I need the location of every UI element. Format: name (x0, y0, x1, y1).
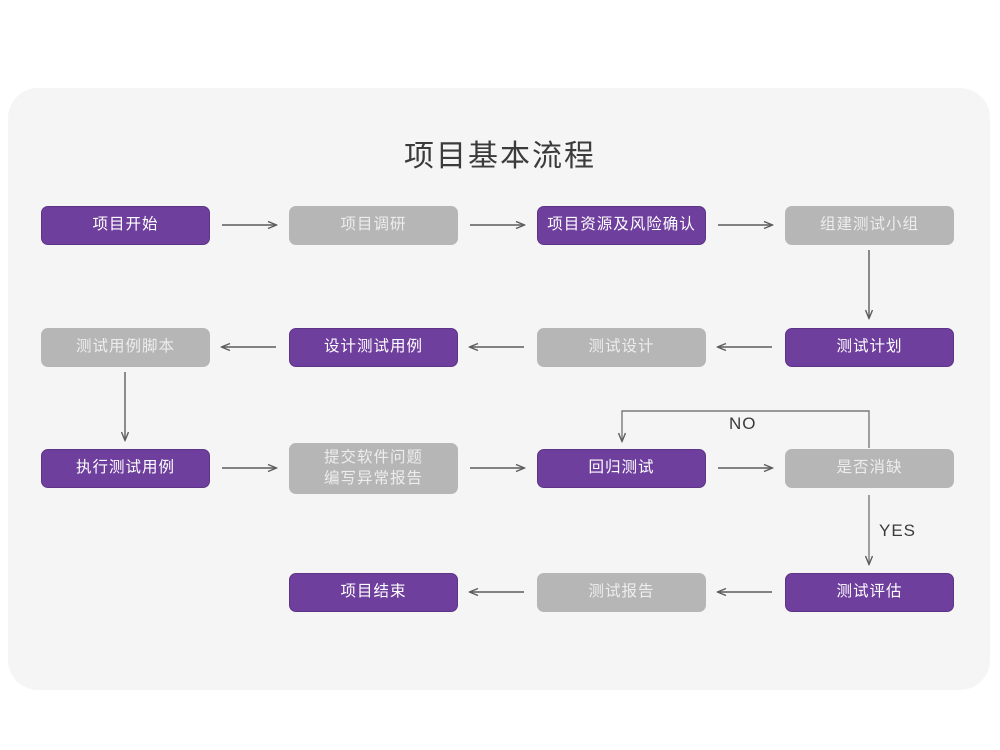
node-label: 回归测试 (588, 459, 655, 477)
node-label: 设计测试用例 (323, 338, 423, 356)
edge-label-no: NO (729, 414, 757, 433)
node-label: 项目结束 (340, 583, 407, 601)
node-label: 测试用例脚本 (75, 338, 175, 356)
node-test-evaluation[interactable]: 测试评估 (785, 573, 954, 612)
node-label-line2: 编写异常报告 (323, 469, 423, 487)
node-label: 组建测试小组 (819, 216, 919, 234)
node-submit-issue-report[interactable]: 提交软件问题 编写异常报告 (289, 443, 458, 494)
node-label: 执行测试用例 (75, 459, 175, 477)
node-test-case-script[interactable]: 测试用例脚本 (41, 328, 210, 367)
node-regression-test[interactable]: 回归测试 (537, 449, 706, 488)
node-label: 测试计划 (836, 338, 903, 356)
node-label: 测试评估 (836, 583, 903, 601)
node-project-end[interactable]: 项目结束 (289, 573, 458, 612)
node-label-line1: 提交软件问题 (323, 448, 423, 466)
node-design-test-case[interactable]: 设计测试用例 (289, 328, 458, 367)
node-build-test-team[interactable]: 组建测试小组 (785, 206, 954, 245)
node-label: 测试报告 (588, 583, 655, 601)
node-test-design[interactable]: 测试设计 (537, 328, 706, 367)
node-project-start[interactable]: 项目开始 (41, 206, 210, 245)
node-label: 项目开始 (92, 216, 159, 234)
node-test-plan[interactable]: 测试计划 (785, 328, 954, 367)
page-title: 项目基本流程 (404, 140, 596, 173)
node-label: 项目调研 (340, 216, 407, 234)
node-test-report[interactable]: 测试报告 (537, 573, 706, 612)
node-label: 项目资源及风险确认 (547, 216, 696, 234)
node-execute-test-case[interactable]: 执行测试用例 (41, 449, 210, 488)
edge-label-yes: YES (879, 521, 917, 540)
node-label: 测试设计 (588, 338, 655, 356)
node-defects-cleared[interactable]: 是否消缺 (785, 449, 954, 488)
node-project-research[interactable]: 项目调研 (289, 206, 458, 245)
node-label: 是否消缺 (836, 459, 903, 477)
node-resource-risk-confirm[interactable]: 项目资源及风险确认 (537, 206, 706, 245)
